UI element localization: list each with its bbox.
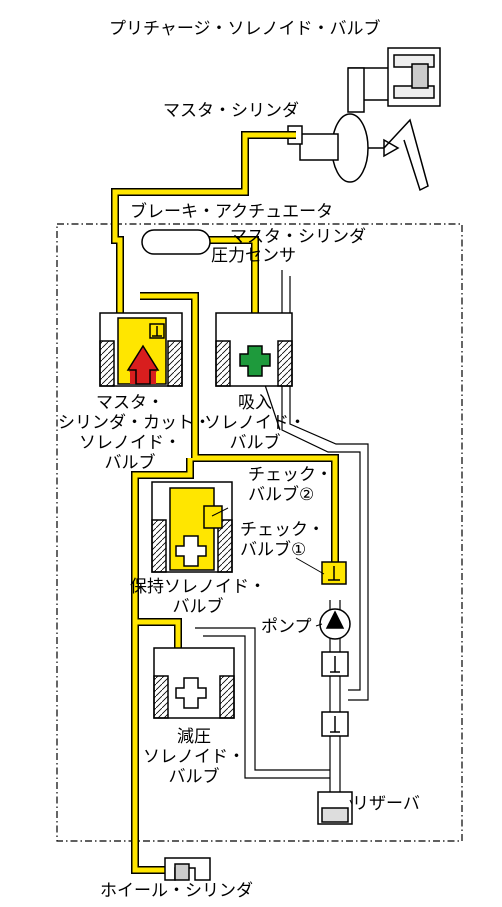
label-hold-valve-1: 保持ソレノイド・ <box>130 577 266 597</box>
check-valve-1 <box>321 561 347 585</box>
pump-check-valves <box>321 651 349 737</box>
label-check-valve-1-1: チェック・ <box>240 520 325 540</box>
suction-valve <box>215 312 293 387</box>
pump <box>319 608 351 640</box>
wheel-cylinder <box>164 857 211 881</box>
pressure-sensor <box>141 229 211 255</box>
label-reduce-valve-2: ソレノイド・ <box>143 747 245 767</box>
label-precharge-valve: プリチャージ・ソレノイド・バルブ <box>109 19 381 39</box>
master-cylinder <box>287 67 429 192</box>
label-brake-actuator: ブレーキ・アクチュエータ <box>130 202 334 222</box>
label-suction-valve-2: ソレノイド・ <box>204 413 306 433</box>
label-pump: ポンプ <box>261 617 312 637</box>
label-mc-cut-valve-1: マスタ・ <box>96 393 164 413</box>
actuator-boundary <box>56 223 463 842</box>
precharge-solenoid-valve <box>348 47 441 107</box>
reduce-valve <box>153 647 235 719</box>
label-mc-cut-valve-2: シリンダ・カット・ <box>58 413 211 433</box>
label-hold-valve-2: バルブ <box>172 597 224 617</box>
leader-lines <box>211 507 353 805</box>
return-lines <box>195 270 369 820</box>
label-mc-pressure-sensor-2: 圧力センサ <box>211 246 296 266</box>
label-check-valve-1-2: バルブ① <box>240 540 307 560</box>
label-master-cylinder: マスタ・シリンダ <box>163 101 299 121</box>
label-suction-valve-3: バルブ <box>229 433 281 453</box>
mc-cut-valve <box>99 312 183 387</box>
label-reservoir: リザーバ <box>352 794 420 814</box>
label-wheel-cylinder: ホイール・シリンダ <box>100 881 253 901</box>
label-suction-valve-1: 吸入 <box>238 393 272 413</box>
label-check-valve-2-1: チェック・ <box>248 465 333 485</box>
hold-valve <box>151 481 233 573</box>
label-check-valve-2-2: バルブ② <box>248 485 315 505</box>
reservoir <box>317 791 353 825</box>
label-reduce-valve-3: バルブ <box>168 767 220 787</box>
label-reduce-valve-1: 減圧 <box>177 727 211 747</box>
label-mc-cut-valve-3: ソレノイド・ <box>79 433 181 453</box>
label-mc-cut-valve-4: バルブ <box>104 453 156 473</box>
label-mc-pressure-sensor-1: マスタ・シリンダ <box>230 227 366 247</box>
